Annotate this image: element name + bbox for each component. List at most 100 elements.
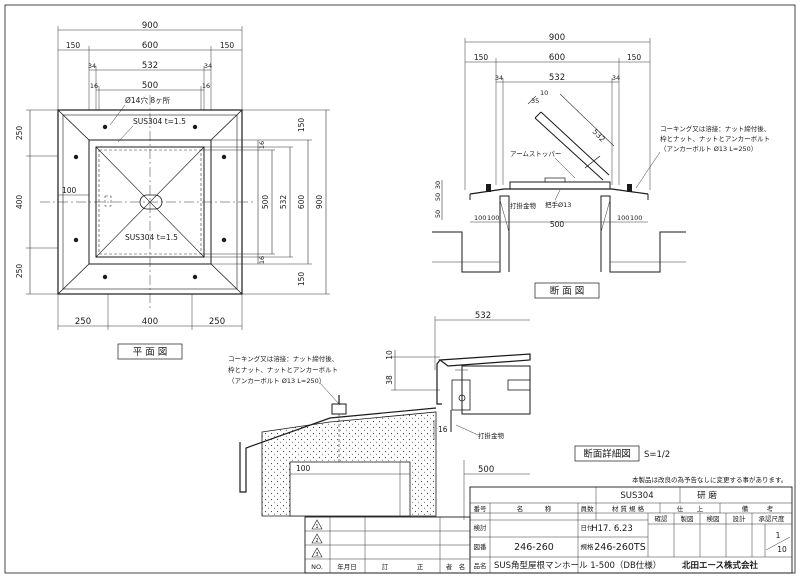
section-fitting: 打掛金物 xyxy=(510,201,537,210)
revision-header-correction-1: 訂 xyxy=(382,562,389,571)
title-finish: 研 磨 xyxy=(697,490,717,501)
section-note-line-1: コーキング又は溶接：ナット締付後、 xyxy=(660,124,770,133)
section-view: 900 150 600 150 34 532 34 35 10 532 xyxy=(432,33,770,299)
section-top-dimensions: 900 150 600 150 34 532 34 xyxy=(464,33,651,190)
plan-dim-16-right: 16 xyxy=(202,82,210,90)
section-base-100-d: 100 xyxy=(630,214,642,222)
detail-opening xyxy=(289,461,411,517)
plan-right-150-bottom: 150 xyxy=(297,272,306,287)
revision-triangle-1: 1 xyxy=(311,519,323,530)
detail-note-line-1: コーキング又は溶接：ナット締付後、 xyxy=(228,354,338,363)
detail-dim-500: 500 xyxy=(478,465,494,475)
plan-view: 900 150 600 150 34 532 34 16 500 16 Ø14穴… xyxy=(15,21,330,360)
title-approval-3: 検図 xyxy=(707,514,720,523)
revision-header-no: NO. xyxy=(311,563,323,571)
section-frame xyxy=(469,177,649,200)
plan-left-250-top: 250 xyxy=(15,126,24,141)
revision-table: 1 2 3 NO. 年月日 訂 正 者 名 xyxy=(304,516,471,574)
plan-right-532: 532 xyxy=(279,195,288,210)
section-dim-34-right: 34 xyxy=(612,74,620,82)
detail-fitting: 打掛金物 xyxy=(478,431,505,440)
plan-left-dimensions: 250 400 250 xyxy=(15,109,58,295)
section-lid-dim-35: 35 xyxy=(531,97,539,105)
revision-header-person-1: 者 xyxy=(446,563,453,571)
section-note-line-2: 枠とナット、ナットとアンカーボルト xyxy=(660,134,770,143)
title-drawing-no: 246-260 xyxy=(514,542,554,553)
detail-note-line-2: 枠とナット、ナットとアンカーボルト xyxy=(228,365,338,374)
title-approval-1: 確認 xyxy=(655,514,669,523)
title-header-name-1: 名 xyxy=(517,504,524,513)
section-curb xyxy=(432,195,686,273)
section-arm-stopper: アームストッパー xyxy=(510,150,561,158)
title-label-kikaku: 規格 xyxy=(581,542,595,551)
title-header-remarks-1: 備 xyxy=(742,504,749,513)
plan-right-16-bottom: 16 xyxy=(258,256,266,264)
title-notice: 本製品は改良の為予告なしに変更する事があります。 xyxy=(632,475,787,484)
title-header-finish-2: 上 xyxy=(697,504,704,513)
detail-dim-16: 16 xyxy=(438,425,448,434)
revision-triangle-2: 2 xyxy=(311,533,323,544)
title-approval-5: 承認 xyxy=(759,514,773,523)
plan-dim-34-left: 34 xyxy=(88,62,96,70)
section-note-line-3: （アンカーボルト Ø13 L=250） xyxy=(660,145,757,153)
plan-dim-600: 600 xyxy=(142,41,158,51)
section-left-50-top: 50 xyxy=(434,193,442,201)
plan-bottom-250-left: 250 xyxy=(75,317,91,327)
revision-header-date: 年月日 xyxy=(337,562,357,571)
plan-dim-150-left: 150 xyxy=(66,41,81,50)
title-scale-label: 尺度 xyxy=(772,514,786,523)
section-base-100-c: 100 xyxy=(617,214,629,222)
section-lid-dim-532: 532 xyxy=(591,127,608,144)
plan-right-900: 900 xyxy=(315,195,324,210)
revision-row-2: 2 xyxy=(315,538,318,544)
section-grip: 把手Ø13 xyxy=(545,200,571,209)
detail-note-line-3: （アンカーボルト Ø13 L=250） xyxy=(228,377,325,385)
plan-top-dimensions: 900 150 600 150 34 532 34 16 500 16 xyxy=(57,21,243,110)
detail-caption: 断面詳細図 xyxy=(583,448,631,460)
plan-dim-532: 532 xyxy=(142,61,158,71)
title-header-qty: 員数 xyxy=(581,504,595,513)
plan-bottom-250-right: 250 xyxy=(209,317,225,327)
revision-triangle-3: 3 xyxy=(311,547,323,558)
plan-hole-note: Ø14穴 8ヶ所 xyxy=(125,95,171,105)
title-label-kentou: 検討 xyxy=(474,523,488,532)
plan-right-600: 600 xyxy=(297,195,306,210)
section-dim-150-right: 150 xyxy=(627,53,642,62)
section-dim-532: 532 xyxy=(549,73,565,83)
title-approval-4: 設計 xyxy=(733,514,747,523)
title-block: 本製品は改良の為予告なしに変更する事があります。 SUS304 研 磨 番号 名… xyxy=(469,475,793,574)
title-product-name: SUS角型屋根マンホール 1-500（DB仕様） xyxy=(494,560,661,571)
title-scale-den: 10 xyxy=(777,545,787,554)
title-label-zuban: 図番 xyxy=(474,543,488,551)
title-material: SUS304 xyxy=(620,491,653,501)
section-dim-600: 600 xyxy=(549,53,565,63)
plan-dim-500: 500 xyxy=(142,81,158,91)
plan-dim-900: 900 xyxy=(142,21,158,31)
revision-row-1: 1 xyxy=(315,524,318,530)
revision-header-person-2: 名 xyxy=(459,562,466,571)
plan-caption: 平 面 図 xyxy=(133,347,168,358)
plan-right-150-top: 150 xyxy=(297,118,306,133)
plan-sus-label-top: SUS304 t=1.5 xyxy=(133,117,186,126)
plan-dim-34-right: 34 xyxy=(204,62,212,70)
title-label-date: 日付 xyxy=(581,523,595,532)
title-approval-2: 製図 xyxy=(681,514,694,523)
section-left-50-bottom: 50 xyxy=(434,210,442,218)
revision-header-correction-2: 正 xyxy=(417,563,424,571)
plan-anchor-holes xyxy=(73,124,227,280)
section-left-30: 30 xyxy=(434,181,442,189)
detail-dim-532: 532 xyxy=(475,311,491,321)
section-dim-900: 900 xyxy=(549,33,565,43)
plan-sus-label-mid: SUS304 t=1.5 xyxy=(125,233,178,242)
title-header-number: 番号 xyxy=(474,505,488,513)
section-dim-34-left: 34 xyxy=(495,74,503,82)
title-label-hinmei: 品名 xyxy=(474,561,487,570)
title-scale-num: 1 xyxy=(776,531,781,540)
title-company: 北田エース株式会社 xyxy=(682,560,759,571)
title-header-material: 材 質 規 格 xyxy=(612,504,645,513)
plan-right-500: 500 xyxy=(261,195,270,210)
detail-view: 532 10 38 コーキング又は溶接：ナット締付後、 枠とナット、ナットとアン… xyxy=(228,311,670,520)
detail-dim-100: 100 xyxy=(296,464,311,473)
section-left-dimensions: 30 50 50 xyxy=(434,180,443,220)
